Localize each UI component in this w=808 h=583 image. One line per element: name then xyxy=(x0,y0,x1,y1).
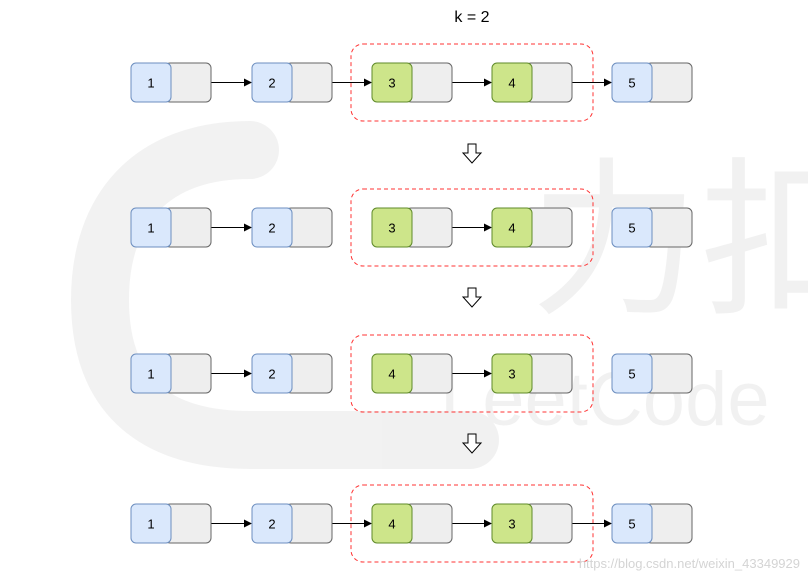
node-value-label: 3 xyxy=(388,76,395,91)
node-value-field xyxy=(491,207,533,248)
node-next-field xyxy=(285,503,333,544)
node-value-field xyxy=(251,503,293,544)
stage-4: 1 2 4 3 5 xyxy=(130,484,693,563)
node-value-field xyxy=(491,503,533,544)
list-node: 2 xyxy=(251,353,333,394)
down-arrow-icon xyxy=(461,287,483,308)
node-value-field xyxy=(371,353,413,394)
node-value-label: 4 xyxy=(388,517,395,532)
stage-1: 1 2 3 4 5 xyxy=(130,43,693,122)
reverse-group-box xyxy=(350,188,594,267)
node-value-field xyxy=(611,353,653,394)
list-node: 1 xyxy=(130,353,212,394)
node-value-field xyxy=(251,207,293,248)
node-next-field xyxy=(525,207,573,248)
node-value-label: 2 xyxy=(268,367,275,382)
node-value-label: 5 xyxy=(628,367,635,382)
node-value-label: 3 xyxy=(508,517,515,532)
list-node: 5 xyxy=(611,207,693,248)
reverse-group-box xyxy=(350,334,594,413)
node-value-label: 5 xyxy=(628,517,635,532)
node-value-label: 1 xyxy=(147,221,154,236)
node-value-label: 4 xyxy=(508,221,515,236)
list-node: 5 xyxy=(611,353,693,394)
node-next-field xyxy=(285,207,333,248)
node-next-field xyxy=(285,353,333,394)
list-node: 4 xyxy=(491,62,573,103)
node-value-label: 4 xyxy=(508,76,515,91)
node-next-field xyxy=(525,353,573,394)
node-next-field xyxy=(164,353,212,394)
list-node: 2 xyxy=(251,62,333,103)
node-value-label: 4 xyxy=(388,367,395,382)
node-next-field xyxy=(525,62,573,103)
node-value-field xyxy=(130,62,172,103)
node-value-field xyxy=(371,503,413,544)
watermark-url: https://blog.csdn.net/weixin_43349929 xyxy=(579,556,800,571)
node-value-field xyxy=(371,207,413,248)
node-value-label: 2 xyxy=(268,517,275,532)
node-value-field xyxy=(371,62,413,103)
list-node: 3 xyxy=(491,503,573,544)
reverse-group-box xyxy=(350,484,594,563)
node-value-field xyxy=(611,62,653,103)
node-next-field xyxy=(405,207,453,248)
node-value-label: 1 xyxy=(147,517,154,532)
list-node: 3 xyxy=(371,207,453,248)
stage-2: 1 2 3 4 5 xyxy=(130,188,693,267)
node-next-field xyxy=(405,353,453,394)
list-node: 1 xyxy=(130,62,212,103)
node-next-field xyxy=(164,207,212,248)
node-next-field xyxy=(405,503,453,544)
watermark-logo-subtext: LeetCode xyxy=(440,357,770,442)
node-value-field xyxy=(251,353,293,394)
list-node: 4 xyxy=(371,503,453,544)
node-value-field xyxy=(130,503,172,544)
node-value-field xyxy=(491,62,533,103)
node-next-field xyxy=(405,62,453,103)
list-node: 2 xyxy=(251,503,333,544)
node-next-field xyxy=(645,62,693,103)
diagram-title: k = 2 xyxy=(454,9,489,26)
stage-3: 1 2 4 3 5 xyxy=(130,334,693,413)
node-value-label: 2 xyxy=(268,221,275,236)
node-next-field xyxy=(645,207,693,248)
node-value-field xyxy=(251,62,293,103)
node-value-label: 3 xyxy=(508,367,515,382)
node-next-field xyxy=(164,62,212,103)
list-node: 1 xyxy=(130,207,212,248)
list-node: 1 xyxy=(130,503,212,544)
list-node: 3 xyxy=(491,353,573,394)
node-value-label: 2 xyxy=(268,76,275,91)
list-node: 3 xyxy=(371,62,453,103)
list-node: 4 xyxy=(371,353,453,394)
reverse-group-box xyxy=(350,43,594,122)
down-arrow-icon xyxy=(461,433,483,454)
node-next-field xyxy=(164,503,212,544)
node-next-field xyxy=(285,62,333,103)
list-node: 5 xyxy=(611,503,693,544)
leetcode-watermark: 力扣 LeetCode xyxy=(70,121,808,469)
node-value-label: 3 xyxy=(388,221,395,236)
leetcode-logo-icon xyxy=(70,121,499,469)
list-node: 4 xyxy=(491,207,573,248)
node-value-field xyxy=(130,353,172,394)
node-next-field xyxy=(645,503,693,544)
node-next-field xyxy=(525,503,573,544)
list-node: 2 xyxy=(251,207,333,248)
node-value-label: 5 xyxy=(628,76,635,91)
node-value-field xyxy=(611,207,653,248)
list-node: 5 xyxy=(611,62,693,103)
node-value-label: 5 xyxy=(628,221,635,236)
node-value-label: 1 xyxy=(147,367,154,382)
down-arrow-icon xyxy=(461,143,483,164)
node-next-field xyxy=(645,353,693,394)
node-value-field xyxy=(130,207,172,248)
node-value-label: 1 xyxy=(147,76,154,91)
node-value-field xyxy=(611,503,653,544)
node-value-field xyxy=(491,353,533,394)
